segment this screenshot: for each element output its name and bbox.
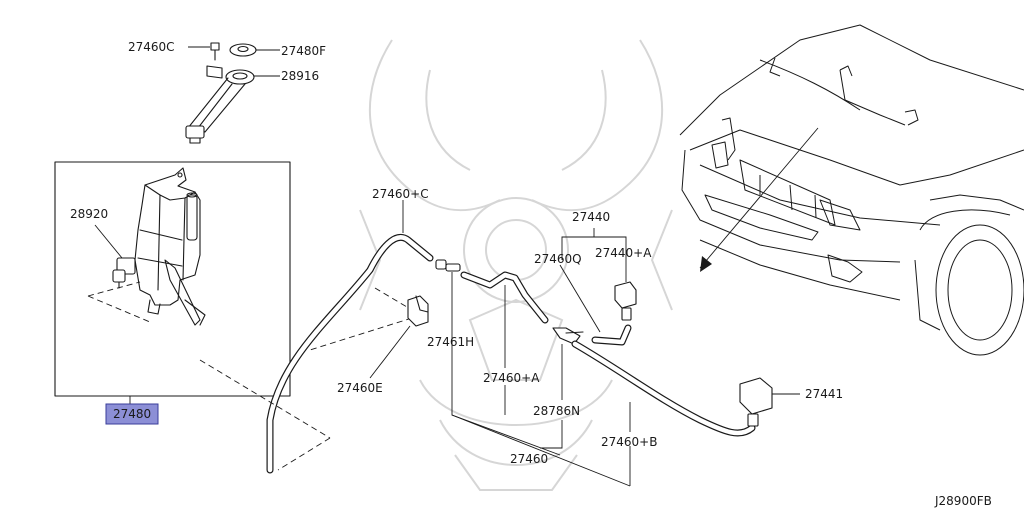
direction-arrow	[699, 127, 819, 272]
connector-28786n[interactable]	[552, 327, 584, 400]
label-27460-plus-b: 27460+B	[601, 435, 657, 449]
highlighted-part-27480[interactable]: 27480	[105, 403, 159, 425]
label-28786n: 28786N	[533, 404, 580, 418]
hose-27460-c[interactable]	[266, 200, 434, 474]
label-27461h: 27461H	[427, 335, 474, 349]
pump-28920[interactable]	[94, 224, 136, 289]
connector-27461h[interactable]	[435, 259, 461, 385]
nozzle-27441[interactable]	[739, 377, 800, 427]
cap-27480f[interactable]	[229, 43, 280, 57]
label-27480f: 27480F	[281, 44, 326, 58]
watermark-emblem	[359, 39, 673, 491]
label-27441: 27441	[805, 387, 843, 401]
label-27460-plus-c: 27460+C	[372, 187, 429, 201]
filler-neck-28916[interactable]	[185, 65, 280, 144]
label-27480: 27480	[113, 407, 151, 421]
bolt-27460c[interactable]	[188, 42, 220, 61]
label-27440: 27440	[572, 210, 610, 224]
reference-code: J28900FB	[934, 494, 992, 508]
label-27460c: 27460C	[128, 40, 175, 54]
label-27460e: 27460E	[337, 381, 383, 395]
label-27460-plus-a: 27460+A	[483, 371, 540, 385]
label-27460q: 27460Q	[534, 252, 582, 266]
label-28916: 28916	[281, 69, 319, 83]
clip-27460e[interactable]	[369, 295, 429, 379]
hose-27460-plus-a[interactable]	[460, 271, 549, 368]
label-27440-plus-a: 27440+A	[595, 246, 652, 260]
washer-tank[interactable]	[134, 167, 206, 326]
nozzle-27440-plus-a[interactable]	[614, 260, 637, 321]
vehicle-front-illustration	[679, 24, 1024, 356]
hose-27460q[interactable]	[559, 264, 632, 346]
label-27460: 27460	[510, 452, 548, 466]
label-28920: 28920	[70, 207, 108, 221]
hose-27460-plus-b[interactable]	[571, 340, 756, 437]
